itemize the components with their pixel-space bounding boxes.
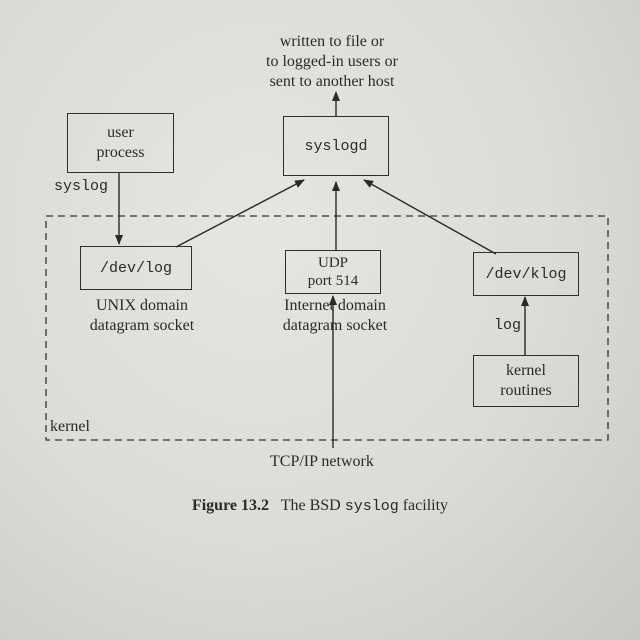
output-note-line-1: written to file or: [279, 33, 385, 50]
kernel-label: kernel: [50, 418, 90, 435]
figure-number: Figure 13.2: [191, 497, 269, 514]
caption-text-pre: The BSD: [280, 497, 341, 514]
inet-socket-line-2: datagram socket: [282, 317, 388, 334]
kernel-routines-line-1: kernel: [506, 362, 546, 379]
caption-text-post: facility: [402, 497, 449, 514]
user-process-line-1: user: [107, 124, 134, 141]
arrow-dev-klog-to-syslogd: [363, 179, 497, 255]
unix-socket-line-2: datagram socket: [89, 317, 195, 334]
syslogd-label: syslogd: [304, 137, 368, 155]
kernel-boundary: [45, 215, 609, 441]
log-call-label: log: [494, 317, 522, 334]
udp-port-box: UDP port 514: [285, 250, 381, 294]
output-note-line-2: to logged-in users or: [266, 53, 398, 70]
inet-socket-caption: Internet domain datagram socket: [262, 296, 408, 336]
user-process-line-2: process: [96, 144, 145, 161]
unix-socket-line-1: UNIX domain: [96, 297, 188, 314]
output-destinations-note: written to file or to logged-in users or…: [226, 32, 438, 92]
syslogd-box: syslogd: [283, 116, 389, 176]
caption-code: syslog: [344, 498, 399, 515]
dev-klog-box: /dev/klog: [473, 252, 579, 296]
dev-log-label: /dev/log: [99, 259, 172, 277]
arrow-dev-log-to-syslogd: [175, 179, 305, 248]
tcpip-network-label: TCP/IP network: [270, 453, 374, 470]
user-process-box: user process: [67, 113, 174, 173]
kernel-routines-line-2: routines: [500, 382, 552, 399]
output-note-line-3: sent to another host: [269, 73, 395, 90]
udp-label: UDP: [317, 255, 348, 271]
kernel-routines-box: kernel routines: [473, 355, 579, 407]
syslog-call-label: syslog: [54, 178, 109, 195]
figure-caption: Figure 13.2 The BSD syslog facility: [0, 497, 640, 515]
dev-klog-label: /dev/klog: [485, 265, 567, 283]
dev-log-box: /dev/log: [80, 246, 192, 290]
unix-socket-caption: UNIX domain datagram socket: [72, 296, 212, 336]
port-label: port 514: [307, 273, 359, 289]
inet-socket-line-1: Internet domain: [284, 297, 386, 314]
